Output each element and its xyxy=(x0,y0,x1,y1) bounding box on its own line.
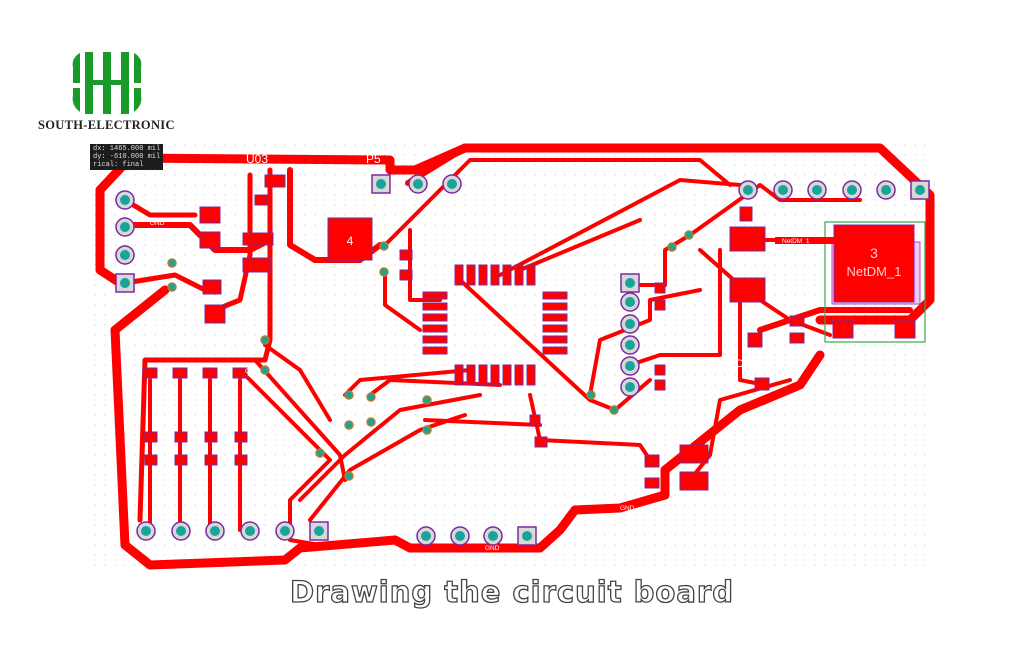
caption: Drawing the circuit board xyxy=(289,574,734,609)
company-logo xyxy=(72,52,142,114)
measure-dx: dx: 1465.000 mil xyxy=(93,145,161,153)
chip-4 xyxy=(327,217,373,261)
measure-dy: dy: -610.000 mil xyxy=(93,153,161,161)
ref-p5: P5 xyxy=(366,152,381,166)
ref-dm2: DM2 xyxy=(736,358,759,370)
chip-netdm1 xyxy=(833,224,915,303)
gnd-label: GND xyxy=(620,505,635,512)
ref-dm1: DM1 xyxy=(736,157,762,171)
net-trace-label: NetDM_1 xyxy=(782,238,810,245)
measurement-readout: dx: 1465.000 mil dy: -610.000 mil rical:… xyxy=(90,144,164,170)
gnd-label: GND xyxy=(245,368,260,375)
grid xyxy=(90,140,935,570)
vias xyxy=(167,230,694,481)
measure-layer: rical: final xyxy=(93,161,144,169)
chip-netdm1-net: NetDM_1 xyxy=(847,264,902,279)
through-hole-pads[interactable] xyxy=(115,174,930,546)
gnd-label: GND xyxy=(485,545,500,552)
gnd-label: GND xyxy=(150,220,165,227)
smd-pads xyxy=(142,174,916,491)
ic-u03-pins xyxy=(422,264,568,386)
ref-u03: U03 xyxy=(246,152,268,166)
chip-4-label: 4 xyxy=(347,234,354,248)
gnd-label: GND xyxy=(780,355,795,362)
brand-name: SOUTH-ELECTRONIC xyxy=(38,118,175,132)
chip-netdm1-number: 3 xyxy=(870,245,878,261)
gnd-label: GND xyxy=(305,165,320,172)
chip-outline xyxy=(824,221,926,343)
